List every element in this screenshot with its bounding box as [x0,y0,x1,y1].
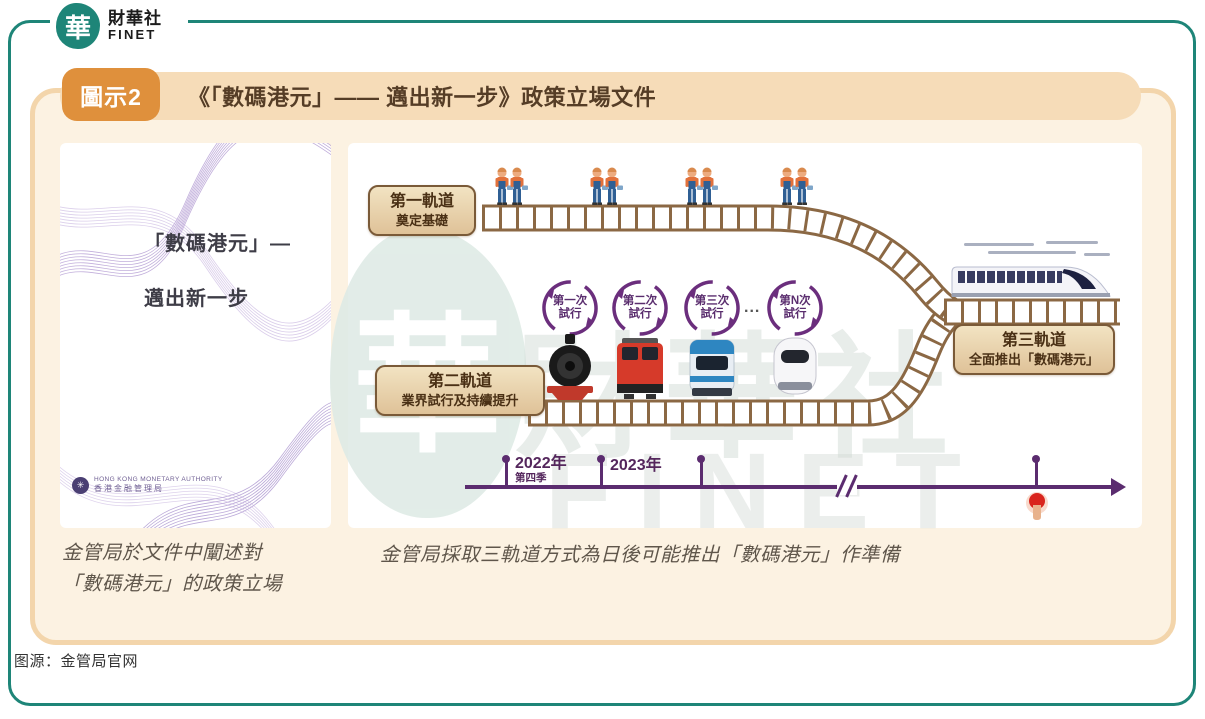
figure-title: 《「數碼港元」—— 邁出新一步》政策立場文件 [188,85,657,110]
cycle-arrow-icon [612,280,668,336]
document-cover-panel: 「數碼港元」— 邁出新一步 ✳ HONG KONG MONETARY AUTHO… [60,143,331,528]
track2-subtitle: 業界試行及持續提升 [401,393,519,408]
document-title-line1: 「數碼港元」— [144,233,291,255]
three-track-diagram-panel: 第一軌道 奠定基礎 第二軌道 業界試行及持續提升 第三軌道 全面推出「數碼港元」… [348,143,1142,528]
three-track-diagram: 第一軌道 奠定基礎 第二軌道 業界試行及持續提升 第三軌道 全面推出「數碼港元」… [348,143,1142,528]
trial3-line2: 試行 [700,308,724,320]
track2-title: 第二軌道 [427,373,492,390]
trial2-label: 第二次 試行 [610,278,670,338]
trial-ellipsis: ... [744,299,761,316]
track3-subtitle: 全面推出「數碼港元」 [968,352,1099,367]
hkma-logo: ✳ HONG KONG MONETARY AUTHORITY 香港金融管理局 [72,476,223,494]
blue-train-icon [689,339,735,396]
outer-border-frame [8,20,1196,706]
track1-label: 第一軌道 奠定基礎 [368,185,476,236]
timeline-2023-text: 2023年 [610,457,662,474]
cycle-arrow-icon [542,280,598,336]
logo-name-zh: 財華社 [108,9,162,29]
trial-cycle-2: 第二次 試行 [610,278,670,338]
press-button-hand-icon [1026,492,1048,520]
track2-label: 第二軌道 業界試行及持續提升 [375,365,545,416]
hkma-name-en: HONG KONG MONETARY AUTHORITY [94,476,223,483]
logo-name-en: FINET [108,27,157,43]
header-band [60,72,1141,120]
trial-cycle-3: 第三次 試行 [682,278,742,338]
track3-title: 第三軌道 [1001,332,1066,349]
track1-title: 第一軌道 [389,193,454,210]
trial-cycle-n: 第N次 試行 [765,278,825,338]
timeline-2022-text: 2022年 [515,455,567,472]
left-caption-line1: 金管局於文件中闡述對 [62,542,263,564]
trialN-line2: 試行 [783,308,807,320]
document-title-line2: 邁出新一步 [144,288,249,310]
speed-lines-icon [964,241,1110,256]
timeline-tick-2023 [600,461,603,487]
right-caption-text: 金管局採取三軌道方式為日後可能推出「數碼港元」作準備 [380,544,901,566]
trial1-label: 第一次 試行 [540,278,600,338]
timeline-q4-text: 第四季 [515,472,547,484]
right-caption: 金管局採取三軌道方式為日後可能推出「數碼港元」作準備 [380,540,900,571]
track1-subtitle: 奠定基礎 [395,213,448,228]
trial3-line1: 第三次 [694,295,730,307]
left-caption: 金管局於文件中闡述對 「數碼港元」的政策立場 [62,538,282,600]
trial2-line2: 試行 [628,308,652,320]
steam-locomotive-icon [547,334,593,400]
hkma-logo-text: HONG KONG MONETARY AUTHORITY 香港金融管理局 [94,476,223,494]
cycle-arrow-icon [684,280,740,336]
red-locomotive-icon [617,338,663,399]
figure-badge: 圖示2 [62,68,160,121]
hkma-name-zh: 香港金融管理局 [94,484,164,493]
timeline-axis [465,485,1113,489]
finet-logo-text: 財華社 FINET [108,10,162,41]
trial3-label: 第三次 試行 [682,278,742,338]
timeline-tick-unlabeled [700,461,703,487]
left-caption-line2: 「數碼港元」的政策立場 [62,573,283,595]
finet-logo: 華 財華社 FINET [50,0,188,52]
timeline-dot [1032,455,1040,463]
document-title: 「數碼港元」— 邁出新一步 [144,233,291,310]
hkma-emblem-icon: ✳ [72,476,89,494]
track3-label: 第三軌道 全面推出「數碼港元」 [953,324,1115,375]
railway-tracks [482,204,1120,427]
image-source: 图源：金管局官网 [14,653,139,670]
timeline-arrowhead-icon [1111,478,1126,496]
bullet-train-icon [773,337,817,395]
timeline-dot [597,455,605,463]
timeline-tick-launch [1035,461,1038,487]
timeline-label-2023: 2023年 [610,457,662,474]
finet-gourd-icon: 華 [56,3,100,49]
trialN-label: 第N次 試行 [765,278,825,338]
trial2-line1: 第二次 [622,295,658,307]
cycle-arrow-icon [767,280,823,336]
trial1-line1: 第一次 [552,295,588,307]
timeline-dot [502,455,510,463]
timeline-label-2022: 2022年 第四季 [515,455,567,484]
purple-waves-decoration [60,143,331,528]
trial1-line2: 試行 [558,308,582,320]
highspeed-train-icon [951,241,1111,297]
timeline-dot [697,455,705,463]
trialN-line1: 第N次 [779,295,811,307]
timeline-tick-2022 [505,461,508,487]
trial-cycle-1: 第一次 試行 [540,278,600,338]
